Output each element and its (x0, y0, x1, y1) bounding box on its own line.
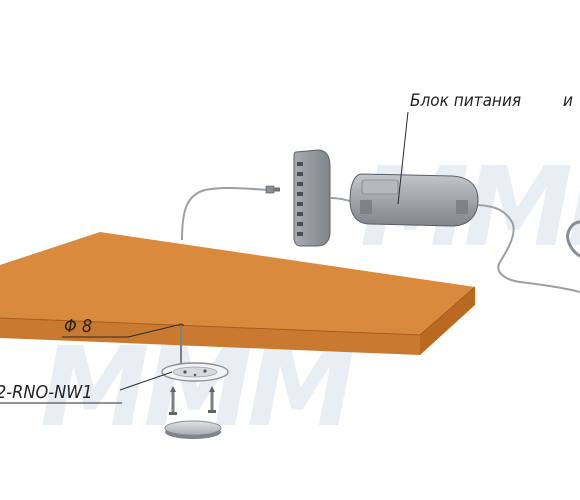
small-plug (265, 185, 280, 194)
diameter-leader (127, 324, 179, 338)
panel-top-face (0, 232, 475, 335)
lamp-base-ring (161, 362, 229, 382)
panel-edge-line (0, 317, 421, 336)
psu-leader-line (397, 111, 409, 205)
mains-plug-loop (566, 220, 580, 258)
panel-right-edge (420, 287, 475, 355)
model-leader-line (119, 371, 173, 391)
power-supply-unit (349, 173, 479, 227)
lamp-disk (164, 420, 222, 439)
model-code-label: 2-RNO-NW1 (0, 382, 93, 403)
cable-to-connector (181, 186, 269, 241)
wooden-panel (0, 232, 476, 355)
cable-psu-to-plug (477, 204, 580, 293)
panel-edge-line-2 (419, 286, 476, 336)
screw-left (169, 386, 177, 415)
lamp-rod (178, 323, 184, 366)
power-supply-label-tail: и (563, 91, 573, 111)
distribution-hub (293, 149, 331, 247)
screw-right (208, 386, 216, 413)
panel-front-edge (0, 318, 420, 355)
power-supply-label: Блок питания (410, 91, 521, 111)
diameter-label: Φ 8 (64, 316, 92, 337)
